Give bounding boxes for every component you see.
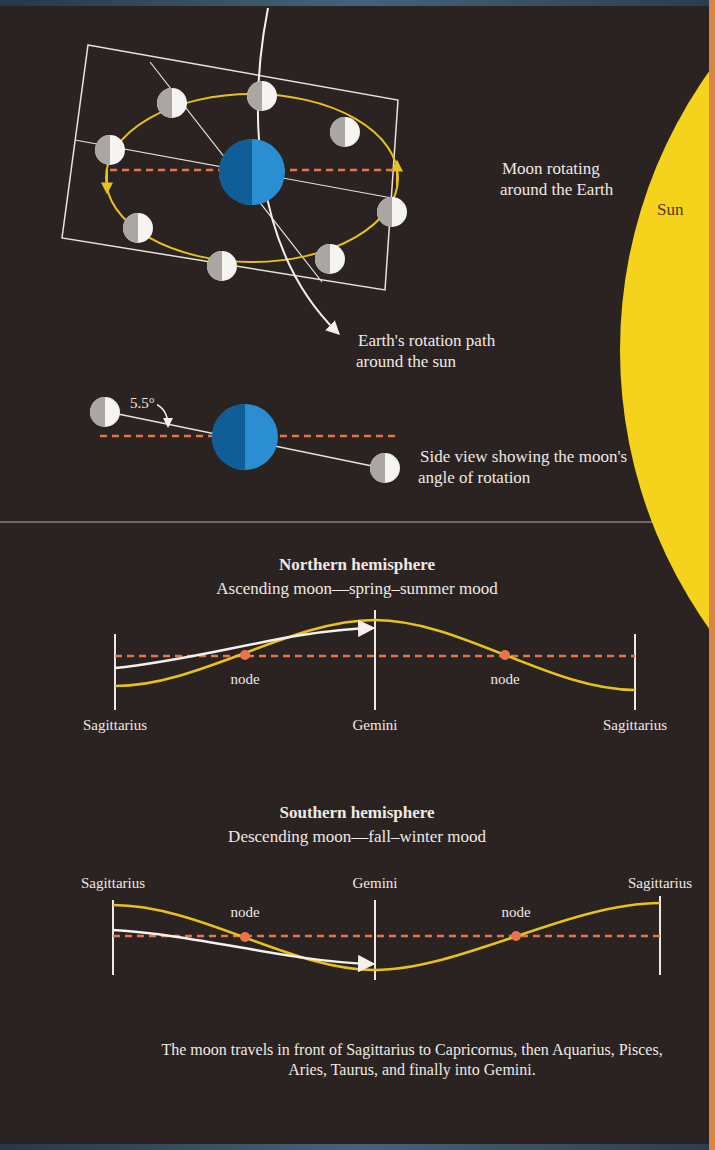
marker-line: [112, 900, 114, 975]
northern-chart: [115, 610, 635, 710]
southern-chart: [113, 896, 660, 980]
constellation-label: Sagittarius: [601, 716, 669, 735]
moon-path: [113, 903, 660, 970]
moon-shade: [377, 197, 392, 227]
node-dot: [500, 650, 510, 660]
moon-disc: [247, 81, 277, 111]
constellation-label: Sagittarius: [626, 874, 694, 893]
earth-shade: [212, 404, 245, 470]
node-label: node: [488, 670, 521, 689]
moon-disc: [207, 251, 237, 281]
constellation-label: Sagittarius: [79, 874, 147, 893]
node-dot: [511, 931, 521, 941]
node-label: node: [499, 903, 532, 922]
moon-shade: [247, 81, 262, 111]
moon: [95, 135, 125, 165]
constellation-label: Gemini: [351, 874, 400, 893]
moon-disc: [90, 397, 120, 427]
moon-shade: [207, 251, 222, 281]
earth: [212, 404, 278, 470]
moon: [207, 251, 237, 281]
sun-disc: [620, 0, 709, 720]
earth: [219, 139, 285, 205]
orbit-arrow: [106, 170, 108, 192]
direction-arrow: [115, 628, 372, 668]
earth-shade: [219, 139, 252, 205]
constellation-label: Sagittarius: [81, 716, 149, 735]
marker-line: [114, 634, 116, 710]
callout-text: Earth's rotation path around the sun: [356, 330, 506, 373]
orbit-plane: [62, 45, 398, 290]
sun-shape: Sun: [615, 0, 709, 720]
moon-shade: [370, 453, 385, 483]
moon-orbit: [106, 94, 398, 262]
section-heading: Southern hemisphere: [277, 802, 436, 823]
callout-text: Moon rotating around the Earth: [500, 158, 650, 201]
node-dot: [240, 650, 250, 660]
moons: [95, 81, 407, 281]
moon: [157, 88, 187, 118]
moon-disc: [95, 135, 125, 165]
moon-shade: [315, 244, 330, 274]
caption: The moon travels in front of Sagittarius…: [147, 1040, 677, 1080]
earth-disc: [219, 139, 285, 205]
moon: [123, 213, 153, 243]
earth-disc: [212, 404, 278, 470]
constellation-label: Gemini: [351, 716, 400, 735]
marker-line: [374, 900, 376, 980]
node-dot: [240, 932, 250, 942]
moon: [377, 197, 407, 227]
top-view: [62, 8, 407, 333]
moon-disc: [315, 244, 345, 274]
divider: [0, 521, 705, 523]
bottom-bar: [0, 1144, 715, 1150]
angle-label: 5.5°: [128, 394, 157, 413]
moon-shade: [90, 397, 105, 427]
ecliptic-line: [113, 935, 660, 938]
right-border: [709, 0, 715, 1150]
section-heading: Northern hemisphere: [277, 554, 437, 575]
moon-path: [115, 620, 635, 690]
sun-outline: [615, 0, 709, 720]
moon: [370, 453, 400, 483]
moon: [90, 397, 120, 427]
moon-disc: [157, 88, 187, 118]
moon: [315, 244, 345, 274]
moon-disc: [123, 213, 153, 243]
orbit-arrow: [396, 162, 398, 186]
moon-shade: [123, 213, 138, 243]
node-label: node: [228, 903, 261, 922]
top-bar: [0, 0, 715, 6]
section-subtitle: Descending moon—fall–winter mood: [226, 826, 488, 847]
moon: [330, 117, 360, 147]
moon-disc: [377, 197, 407, 227]
marker-line: [634, 634, 636, 710]
moon-shade: [95, 135, 110, 165]
moon: [247, 81, 277, 111]
direction-arrow: [113, 930, 372, 964]
moon-disc: [330, 117, 360, 147]
moon-shade: [157, 88, 172, 118]
sun-label: Sun: [657, 200, 683, 220]
callout-text: Side view showing the moon's angle of ro…: [418, 446, 668, 489]
moon-shade: [330, 117, 345, 147]
marker-line: [374, 610, 376, 710]
node-label: node: [228, 670, 261, 689]
section-subtitle: Ascending moon—spring–summer mood: [214, 578, 499, 599]
moon-disc: [370, 453, 400, 483]
